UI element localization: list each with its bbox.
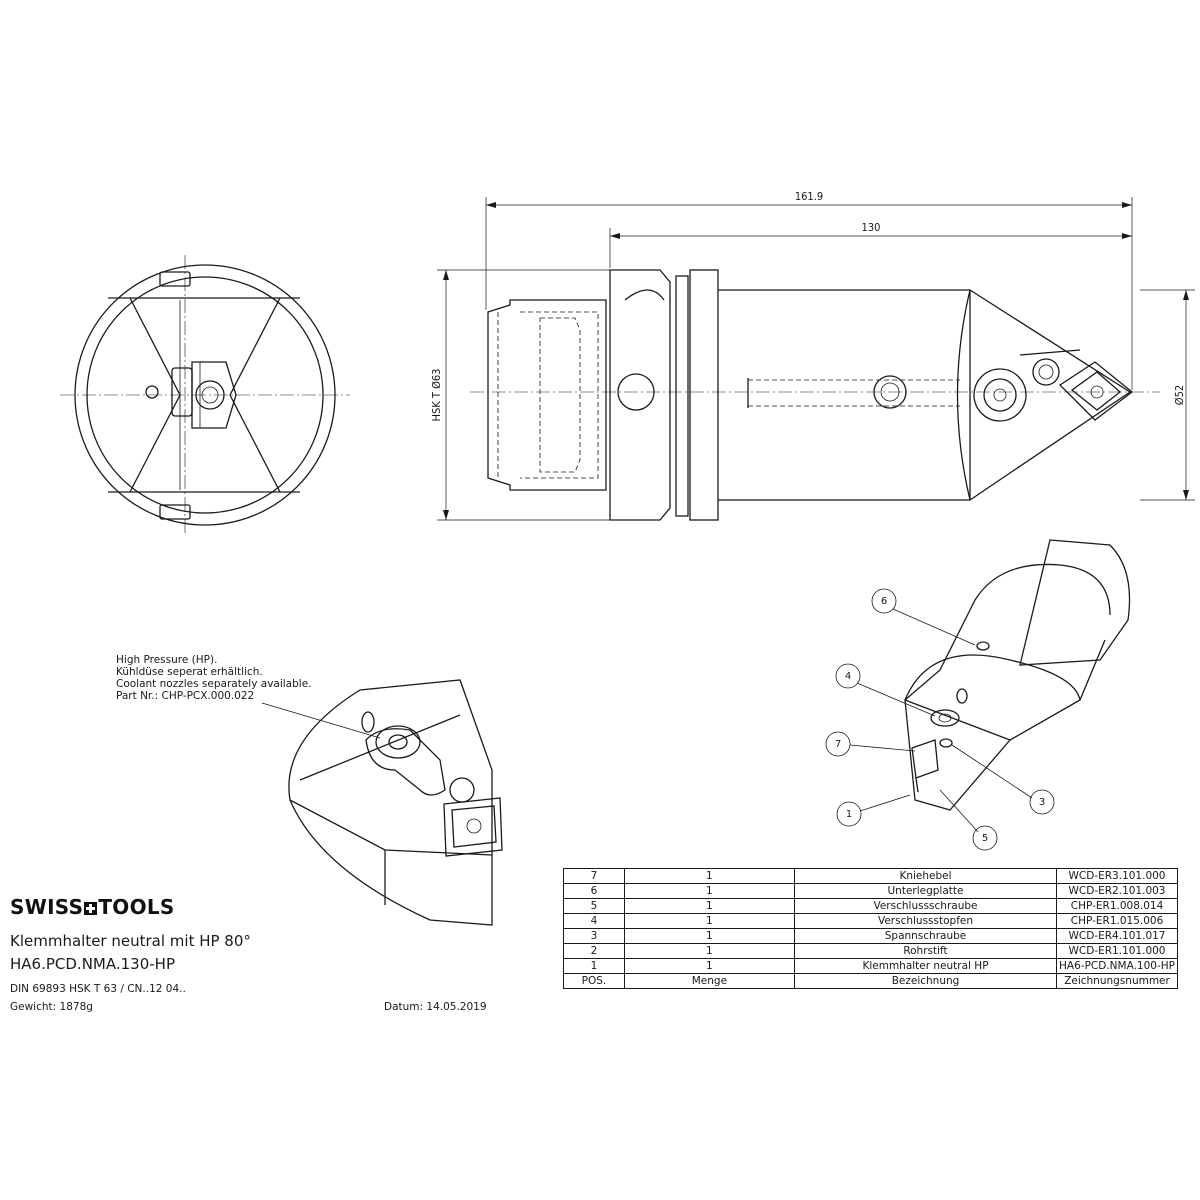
cell-qty: 1 [623,958,795,974]
cell-pos: 6 [563,883,625,899]
iso-view [904,539,1131,811]
side-view [470,269,1160,521]
cell-name: Spannschraube [793,928,1058,944]
table-row: 4 1 Verschlussstopfen CHP-ER1.015.006 [563,913,1178,929]
parts-table: 7 1 Kniehebel WCD-ER3.101.000 6 1 Unterl… [563,868,1178,989]
cell-qty: 1 [623,868,795,884]
cell-pos: 4 [563,913,625,929]
date-info: Datum: 14.05.2019 [384,1001,487,1013]
cell-number: CHP-ER1.008.014 [1056,898,1178,914]
callout-6: 5 [972,825,998,851]
cell-name: Klemmhalter neutral HP [793,958,1058,974]
header-number: Zeichnungsnummer [1056,973,1178,989]
table-row: 5 1 Verschlussschraube CHP-ER1.008.014 [563,898,1178,914]
svg-text:1: 1 [846,809,852,820]
cell-number: HA6-PCD.NMA.100-HP [1056,958,1178,974]
swiss-cross-icon [84,902,98,915]
cell-number: CHP-ER1.015.006 [1056,913,1178,929]
product-name: Klemmhalter neutral mit HP 80° [10,932,251,950]
cell-number: WCD-ER1.101.000 [1056,943,1178,959]
cell-name: Verschlussschraube [793,898,1058,914]
brand-logo: SWISS TOOLS [10,895,175,919]
table-row: 3 1 Spannschraube WCD-ER4.101.017 [563,928,1178,944]
svg-text:6: 6 [881,596,887,607]
svg-text:7: 7 [835,739,841,750]
callout-3: 3 [1029,789,1055,815]
cell-qty: 1 [623,928,795,944]
callout-4: 4 [835,663,861,689]
coolant-note: High Pressure (HP). Kühldüse seperat erh… [116,654,312,702]
overall-length-dimension: 161.9 [795,190,823,203]
cell-name: Kniehebel [793,868,1058,884]
table-header-row: POS. Menge Bezeichnung Zeichnungsnummer [563,973,1178,989]
detail-view [261,679,503,926]
callout-1: 1 [836,801,862,827]
header-qty: Menge [623,973,795,989]
callout-leaders [849,608,1033,833]
svg-text:3: 3 [1039,797,1045,808]
note-line-1: High Pressure (HP). [116,654,218,666]
cell-qty: 1 [623,943,795,959]
head-diameter-dimension: Ø52 [1173,385,1186,405]
brand-right: TOOLS [98,895,175,919]
table-row: 7 1 Kniehebel WCD-ER3.101.000 [563,868,1178,884]
cell-pos: 3 [563,928,625,944]
weight-info: Gewicht: 1878g [10,1001,93,1013]
cell-qty: 1 [623,913,795,929]
callout-5: 6 [871,588,897,614]
table-row: 2 1 Rohrstift WCD-ER1.101.000 [563,943,1178,959]
end-view [60,255,350,535]
table-row: 6 1 Unterlegplatte WCD-ER2.101.003 [563,883,1178,899]
shank-diameter-dimension: HSK T Ø63 [430,369,443,422]
cell-name: Unterlegplatte [793,883,1058,899]
note-line-3: Coolant nozzles separately available. [116,678,312,690]
svg-text:5: 5 [982,833,988,844]
header-pos: POS. [563,973,625,989]
note-line-2: Kühldüse seperat erhältlich. [116,666,263,678]
standard-info: DIN 69893 HSK T 63 / CN..12 04.. [10,983,186,995]
brand-left: SWISS [10,895,84,919]
cell-name: Rohrstift [793,943,1058,959]
cell-number: WCD-ER4.101.017 [1056,928,1178,944]
product-code: HA6.PCD.NMA.130-HP [10,955,175,973]
cell-number: WCD-ER3.101.000 [1056,868,1178,884]
cell-qty: 1 [623,883,795,899]
callout-7: 7 [825,731,851,757]
cell-qty: 1 [623,898,795,914]
cell-pos: 2 [563,943,625,959]
cell-name: Verschlussstopfen [793,913,1058,929]
svg-text:4: 4 [845,671,851,682]
header-name: Bezeichnung [793,973,1058,989]
cell-number: WCD-ER2.101.003 [1056,883,1178,899]
note-line-4: Part Nr.: CHP-PCX.000.022 [116,690,255,702]
dimension-lines: 161.9 130 HSK T Ø63 Ø52 [430,190,1195,521]
table-row: 1 1 Klemmhalter neutral HP HA6-PCD.NMA.1… [563,958,1178,974]
body-length-dimension: 130 [862,221,881,234]
cell-pos: 7 [563,868,625,884]
cell-pos: 5 [563,898,625,914]
cell-pos: 1 [563,958,625,974]
